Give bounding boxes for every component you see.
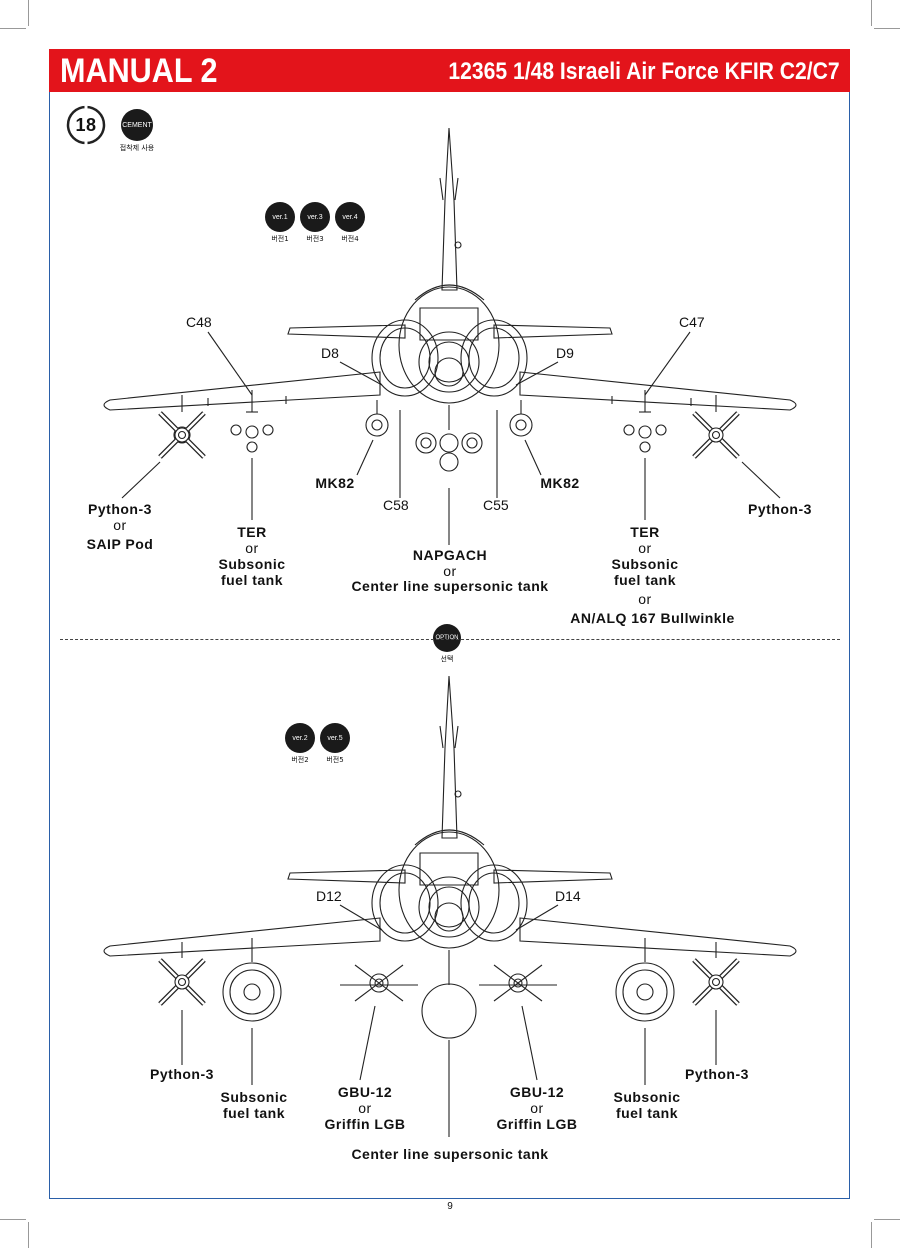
part-number: D8 bbox=[321, 345, 339, 361]
kit-title: 12365 1/48 Israeli Air Force KFIR C2/C7 bbox=[448, 58, 840, 85]
version-badge: ver.1 bbox=[265, 202, 295, 232]
crop-mark bbox=[871, 1222, 872, 1248]
part-number: C48 bbox=[186, 314, 212, 330]
python-label: Python-3 bbox=[748, 501, 812, 517]
fuel-tank-label: fuel tank bbox=[615, 1105, 679, 1121]
version-caption: 버전2 bbox=[291, 756, 309, 764]
fuel-tank-label: fuel tank bbox=[222, 1105, 286, 1121]
crop-mark bbox=[874, 28, 900, 29]
or-label: or bbox=[113, 517, 127, 533]
part-number: C55 bbox=[483, 497, 509, 513]
version-badge: ver.3 bbox=[300, 202, 330, 232]
mk82-label: MK82 bbox=[540, 475, 580, 491]
version-caption: 버전3 bbox=[306, 235, 324, 243]
page-number: 9 bbox=[447, 1201, 453, 1212]
version-badge: ver.5 bbox=[320, 723, 350, 753]
griffin-label: Griffin LGB bbox=[324, 1116, 406, 1132]
python-label: Python-3 bbox=[88, 501, 152, 517]
crop-mark bbox=[874, 1219, 900, 1220]
gbu-label: GBU-12 bbox=[509, 1084, 565, 1100]
crop-mark bbox=[871, 0, 872, 26]
or-label: or bbox=[638, 591, 652, 607]
crop-mark bbox=[28, 1222, 29, 1248]
aircraft-bottom-view bbox=[103, 675, 797, 1137]
ter-label: TER bbox=[630, 524, 660, 540]
center-tank-label: Center line supersonic tank bbox=[351, 1146, 549, 1162]
version-caption: 버전4 bbox=[341, 235, 359, 243]
gbu-label: GBU-12 bbox=[337, 1084, 393, 1100]
python-label: Python-3 bbox=[685, 1066, 749, 1082]
or-label: or bbox=[245, 540, 259, 556]
crop-mark bbox=[28, 0, 29, 26]
subsonic-label: Subsonic bbox=[613, 1089, 681, 1105]
aircraft-top-view bbox=[103, 127, 797, 545]
ter-label: TER bbox=[237, 524, 267, 540]
option-badge: OPTION bbox=[435, 635, 459, 641]
napgach-label: NAPGACH bbox=[412, 547, 488, 563]
version-caption: 버전1 bbox=[271, 235, 289, 243]
part-number: C58 bbox=[383, 497, 409, 513]
fuel-tank-label: fuel tank bbox=[613, 572, 677, 588]
center-tank-label: Center line supersonic tank bbox=[351, 578, 549, 594]
saip-pod-label: SAIP Pod bbox=[86, 536, 154, 552]
cement-caption: 접착제 사용 bbox=[119, 144, 155, 152]
python-label: Python-3 bbox=[150, 1066, 214, 1082]
section-divider bbox=[60, 639, 840, 640]
option-icon bbox=[433, 624, 461, 652]
part-number: C47 bbox=[679, 314, 705, 330]
manual-title: MANUAL 2 bbox=[60, 52, 218, 90]
subsonic-label: Subsonic bbox=[218, 556, 286, 572]
version-badge: ver.4 bbox=[335, 202, 365, 232]
part-number: D14 bbox=[555, 888, 581, 904]
griffin-label: Griffin LGB bbox=[496, 1116, 578, 1132]
or-label: or bbox=[530, 1100, 544, 1116]
or-label: or bbox=[443, 563, 457, 579]
crop-mark bbox=[0, 1219, 26, 1220]
subsonic-label: Subsonic bbox=[611, 556, 679, 572]
cement-badge: CEMENT bbox=[122, 121, 152, 129]
header-bar bbox=[49, 49, 850, 92]
or-label: or bbox=[638, 540, 652, 556]
version-badge: ver.2 bbox=[285, 723, 315, 753]
part-number: D12 bbox=[316, 888, 342, 904]
step-number: 18 bbox=[75, 115, 97, 135]
subsonic-label: Subsonic bbox=[220, 1089, 288, 1105]
part-number: D9 bbox=[556, 345, 574, 361]
bullwinkle-label: AN/ALQ 167 Bullwinkle bbox=[570, 610, 735, 626]
version-caption: 버전5 bbox=[326, 756, 344, 764]
option-caption: 선택 bbox=[440, 655, 454, 663]
cement-icon bbox=[121, 109, 153, 141]
crop-mark bbox=[0, 28, 26, 29]
or-label: or bbox=[358, 1100, 372, 1116]
mk82-label: MK82 bbox=[315, 475, 355, 491]
step-number-icon bbox=[66, 104, 106, 146]
fuel-tank-label: fuel tank bbox=[220, 572, 284, 588]
